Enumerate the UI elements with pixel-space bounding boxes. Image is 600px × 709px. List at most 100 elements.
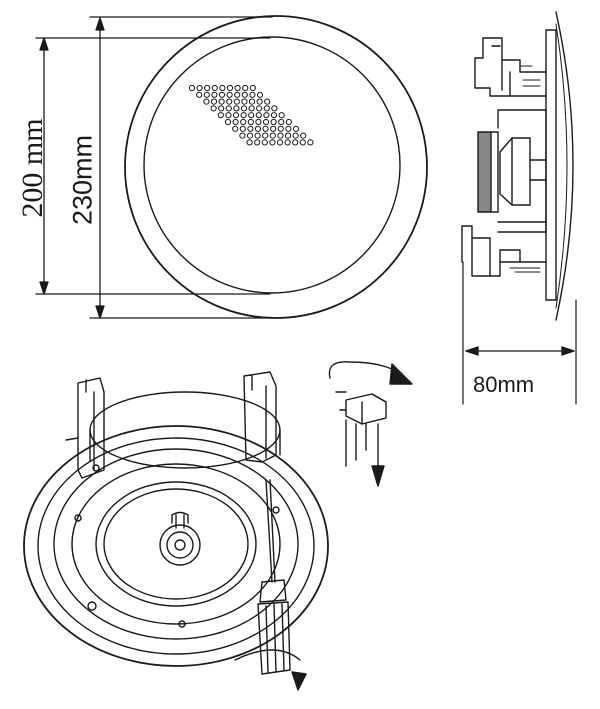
grille-dot xyxy=(211,84,218,92)
grille-dot xyxy=(241,91,248,98)
grille-dot xyxy=(224,118,232,126)
grille-dot xyxy=(285,125,292,132)
grille-dot xyxy=(284,139,291,146)
grille-dot xyxy=(240,112,247,119)
grille-dot xyxy=(246,139,253,146)
grille-dot xyxy=(225,105,232,112)
grille-dot xyxy=(210,98,218,105)
grille-dot xyxy=(263,112,270,119)
grille-dot xyxy=(284,132,292,139)
grille-dot xyxy=(292,139,299,146)
side-grille-curve xyxy=(555,11,574,321)
grille-dot xyxy=(204,84,211,92)
lower-clamp xyxy=(461,225,547,277)
grille-dot xyxy=(233,98,240,105)
side-view xyxy=(461,11,577,405)
grille-dot xyxy=(271,105,278,112)
grille-dot xyxy=(262,132,269,139)
install-view xyxy=(23,361,413,691)
outer-diameter-label: 230mm xyxy=(67,134,98,226)
tweeter xyxy=(159,511,201,566)
grille-dot xyxy=(270,112,278,119)
grille-dot xyxy=(226,84,234,92)
grille-dot xyxy=(254,125,262,132)
depth-label: 80mm xyxy=(473,372,535,397)
grille-dot xyxy=(292,132,299,139)
grille-dot xyxy=(261,139,268,146)
grille-dot xyxy=(241,98,248,105)
grille-dot xyxy=(196,84,203,92)
front-view xyxy=(124,15,428,319)
grille-dot xyxy=(256,91,264,98)
grille-dot xyxy=(270,125,277,132)
grille-dot xyxy=(242,84,249,92)
grille-dot xyxy=(249,91,256,98)
grille-dot xyxy=(196,91,203,98)
screwdriver xyxy=(234,479,307,691)
grille-dot xyxy=(240,118,247,126)
grille-dot xyxy=(256,98,263,105)
grille-dot xyxy=(249,84,256,92)
grille-dot xyxy=(262,125,269,132)
grille-dot xyxy=(211,91,218,98)
grille-dot xyxy=(203,98,210,105)
grille-dot xyxy=(240,105,248,112)
grille-dot xyxy=(248,105,255,112)
grille-dot xyxy=(233,105,240,112)
right-clamp xyxy=(243,371,277,463)
grille-dot xyxy=(256,105,263,112)
grille-dot xyxy=(269,132,276,139)
grille-dot xyxy=(263,105,270,112)
side-bezel xyxy=(545,29,557,301)
inner-grille-ring xyxy=(143,36,401,294)
grille-dot xyxy=(277,132,284,139)
grille-dot xyxy=(285,118,292,126)
back-can-rim xyxy=(89,391,281,469)
grille-dot xyxy=(218,105,225,112)
dimension-230 xyxy=(89,16,273,319)
grille-dot xyxy=(269,139,276,146)
grille-dot xyxy=(210,105,217,112)
grille-dot xyxy=(278,118,285,126)
grille-dot xyxy=(232,118,239,126)
grille-dot xyxy=(226,98,233,105)
inner-diameter-label: 200 mm xyxy=(16,118,49,218)
grille-dot xyxy=(255,118,262,126)
grille-dot xyxy=(262,118,270,126)
grille-dot xyxy=(203,91,210,98)
grille-dot xyxy=(232,112,240,119)
basket-body xyxy=(497,109,547,233)
outer-grille-ring xyxy=(124,15,428,319)
grille-dot xyxy=(299,139,306,146)
grille-dot xyxy=(219,84,226,92)
grille-dot xyxy=(292,125,300,132)
grille-dot xyxy=(278,112,285,119)
grille-dot xyxy=(276,139,284,146)
dimension-200 xyxy=(35,37,271,295)
grille-dot xyxy=(248,112,255,119)
grille-dot xyxy=(254,139,261,146)
grille-dot xyxy=(300,132,307,139)
grille-dot xyxy=(247,118,254,126)
grille-dot xyxy=(234,91,241,98)
clamp-detail xyxy=(328,361,413,487)
upper-clamp xyxy=(474,37,547,97)
install-outer-bezel xyxy=(23,425,329,667)
grille-dot xyxy=(232,125,239,132)
grille-dot xyxy=(217,112,224,119)
grille-dot xyxy=(254,132,261,139)
grille-dot xyxy=(270,118,277,126)
magnet xyxy=(477,131,492,213)
grille-dot xyxy=(239,125,246,132)
grille-dot xyxy=(234,84,241,92)
grille-dot xyxy=(307,139,314,146)
grille-dot xyxy=(218,91,226,98)
grille-dot xyxy=(246,132,254,139)
grille-dot xyxy=(264,98,271,105)
grille-dot xyxy=(226,91,233,98)
left-clamp xyxy=(65,377,105,479)
grille-dot xyxy=(225,112,232,119)
grille-dot xyxy=(255,112,262,119)
cone xyxy=(511,137,531,206)
